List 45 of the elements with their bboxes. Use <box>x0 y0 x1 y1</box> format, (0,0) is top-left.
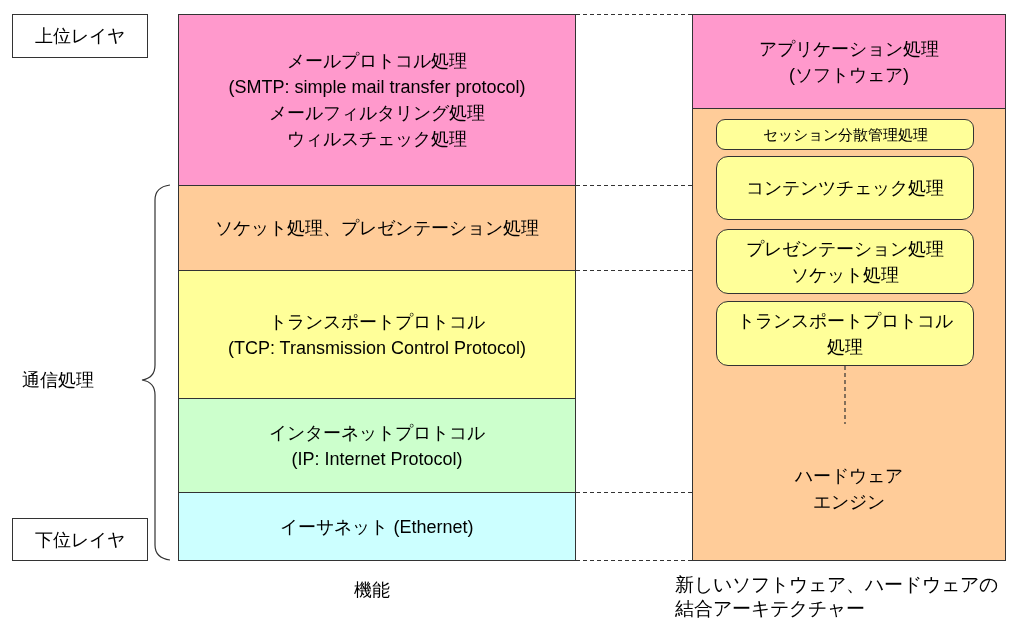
node-text: 上位レイヤ <box>35 25 125 48</box>
label-text: 新しいソフトウェア、ハードウェアの <box>675 573 998 597</box>
node-text: ハードウェア <box>795 465 903 488</box>
hardware-box <box>692 108 1006 561</box>
label-text: 機能 <box>354 579 390 602</box>
node-text: トランスポートプロトコル <box>269 310 485 334</box>
dashed-connector <box>844 365 846 425</box>
node-text: メールプロトコル処理 <box>287 50 467 73</box>
node-text: ソケット処理、プレゼンテーション処理 <box>215 217 539 240</box>
node-text: ウィルスチェック処理 <box>287 128 467 151</box>
node-text: コンテンツチェック処理 <box>746 177 944 200</box>
node-text: インターネットプロトコル <box>269 421 485 445</box>
process-box <box>716 301 974 366</box>
layer-label-box <box>12 518 148 561</box>
node-text: イーサネット (Ethernet) <box>280 515 474 539</box>
layer-box <box>178 492 576 561</box>
node-text: 処理 <box>827 335 863 359</box>
node-text: (ソフトウェア) <box>789 63 909 87</box>
dashed-guide-line <box>575 491 693 494</box>
node-text: (TCP: Transmission Control Protocol) <box>227 336 527 360</box>
node-text: アプリケーション処理 <box>759 37 939 61</box>
node-text: (SMTP: simple mail transfer protocol) <box>228 76 526 99</box>
layer-box <box>178 270 576 399</box>
node-text: メールフィルタリング処理 <box>269 102 485 125</box>
node-text: (IP: Internet Protocol) <box>291 447 463 471</box>
node-text: ソケット処理 <box>791 263 899 287</box>
layer-label-box <box>12 14 148 58</box>
layer-box <box>178 14 576 186</box>
dashed-guide-line <box>575 559 693 562</box>
layer-box <box>178 398 576 493</box>
node-text: セッション分散管理処理 <box>762 125 928 145</box>
dashed-guide-line <box>575 269 693 272</box>
label-text: 結合アーキテクチャー <box>675 597 865 621</box>
dashed-guide-line <box>575 184 693 187</box>
node-text: 下位レイヤ <box>35 528 125 552</box>
node-text: トランスポートプロトコル <box>737 309 953 333</box>
layer-box <box>178 185 576 271</box>
dashed-guide-line <box>575 13 693 16</box>
process-box <box>716 156 974 220</box>
process-box <box>716 229 974 294</box>
node-text: プレゼンテーション処理 <box>746 237 944 261</box>
process-box <box>716 119 974 150</box>
node-text: エンジン <box>813 491 885 514</box>
software-box <box>692 14 1006 109</box>
label-text: 通信処理 <box>22 369 94 392</box>
